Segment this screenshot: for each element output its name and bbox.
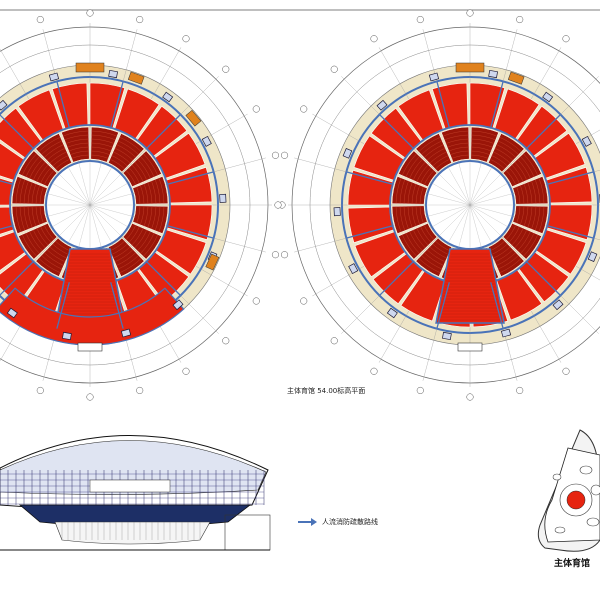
south-entrance-box <box>458 343 482 351</box>
axis-bubble <box>467 10 474 17</box>
north-entrance-box <box>76 63 104 72</box>
secondary-venue <box>587 518 599 526</box>
right-arena-plan <box>275 10 600 401</box>
right-plan-caption: 主体育馆 54.00标高平面 <box>287 386 365 396</box>
axis-bubble <box>136 16 143 23</box>
evacuation-route-arrow-icon <box>296 517 318 527</box>
axis-bubble <box>183 368 190 375</box>
axis-bubble <box>467 394 474 401</box>
secondary-venue <box>591 485 600 495</box>
stair-core <box>220 194 226 202</box>
site-plan <box>538 430 600 551</box>
annex-box <box>225 515 270 550</box>
axis-bubble <box>563 368 570 375</box>
arena-elevation <box>0 435 270 550</box>
secondary-venue <box>553 474 561 480</box>
axis-bubble <box>253 298 260 305</box>
axis-bubble <box>281 251 288 258</box>
axis-bubble <box>281 152 288 159</box>
stair-core <box>62 332 71 339</box>
main-arena-highlight <box>567 491 585 509</box>
axis-bubble <box>37 387 44 394</box>
axis-bubble <box>331 66 338 73</box>
axis-bubble <box>300 106 307 113</box>
secondary-venue <box>555 527 565 533</box>
axis-bubble <box>222 66 229 73</box>
axis-bubble <box>37 16 44 23</box>
axis-bubble <box>300 298 307 305</box>
axis-bubble <box>331 337 338 344</box>
site-plan-caption: 主体育馆 <box>554 556 590 569</box>
stair-core <box>334 207 340 215</box>
axis-bubble <box>87 10 94 17</box>
podium <box>55 522 210 544</box>
left-arena-plan <box>0 10 285 401</box>
south-entrance-box <box>78 343 102 351</box>
axis-bubble <box>253 106 260 113</box>
facade-band <box>90 480 170 492</box>
axis-bubble <box>417 387 424 394</box>
axis-bubble <box>417 16 424 23</box>
axis-bubble <box>87 394 94 401</box>
axis-bubble <box>183 35 190 42</box>
axis-bubble <box>516 16 523 23</box>
stair-core <box>442 332 451 339</box>
axis-bubble <box>371 368 378 375</box>
stair-core <box>109 70 118 77</box>
axis-bubble <box>371 35 378 42</box>
legend: 人流消防疏散路线 <box>296 517 378 527</box>
secondary-venue <box>580 466 592 474</box>
legend-label: 人流消防疏散路线 <box>322 517 378 527</box>
stair-core <box>489 70 498 77</box>
axis-bubble <box>272 152 279 159</box>
axis-bubble <box>272 251 279 258</box>
axis-bubble <box>275 202 282 209</box>
north-entrance-box <box>456 63 484 72</box>
axis-bubble <box>516 387 523 394</box>
axis-bubble <box>222 337 229 344</box>
axis-bubble <box>563 35 570 42</box>
axis-bubble <box>136 387 143 394</box>
